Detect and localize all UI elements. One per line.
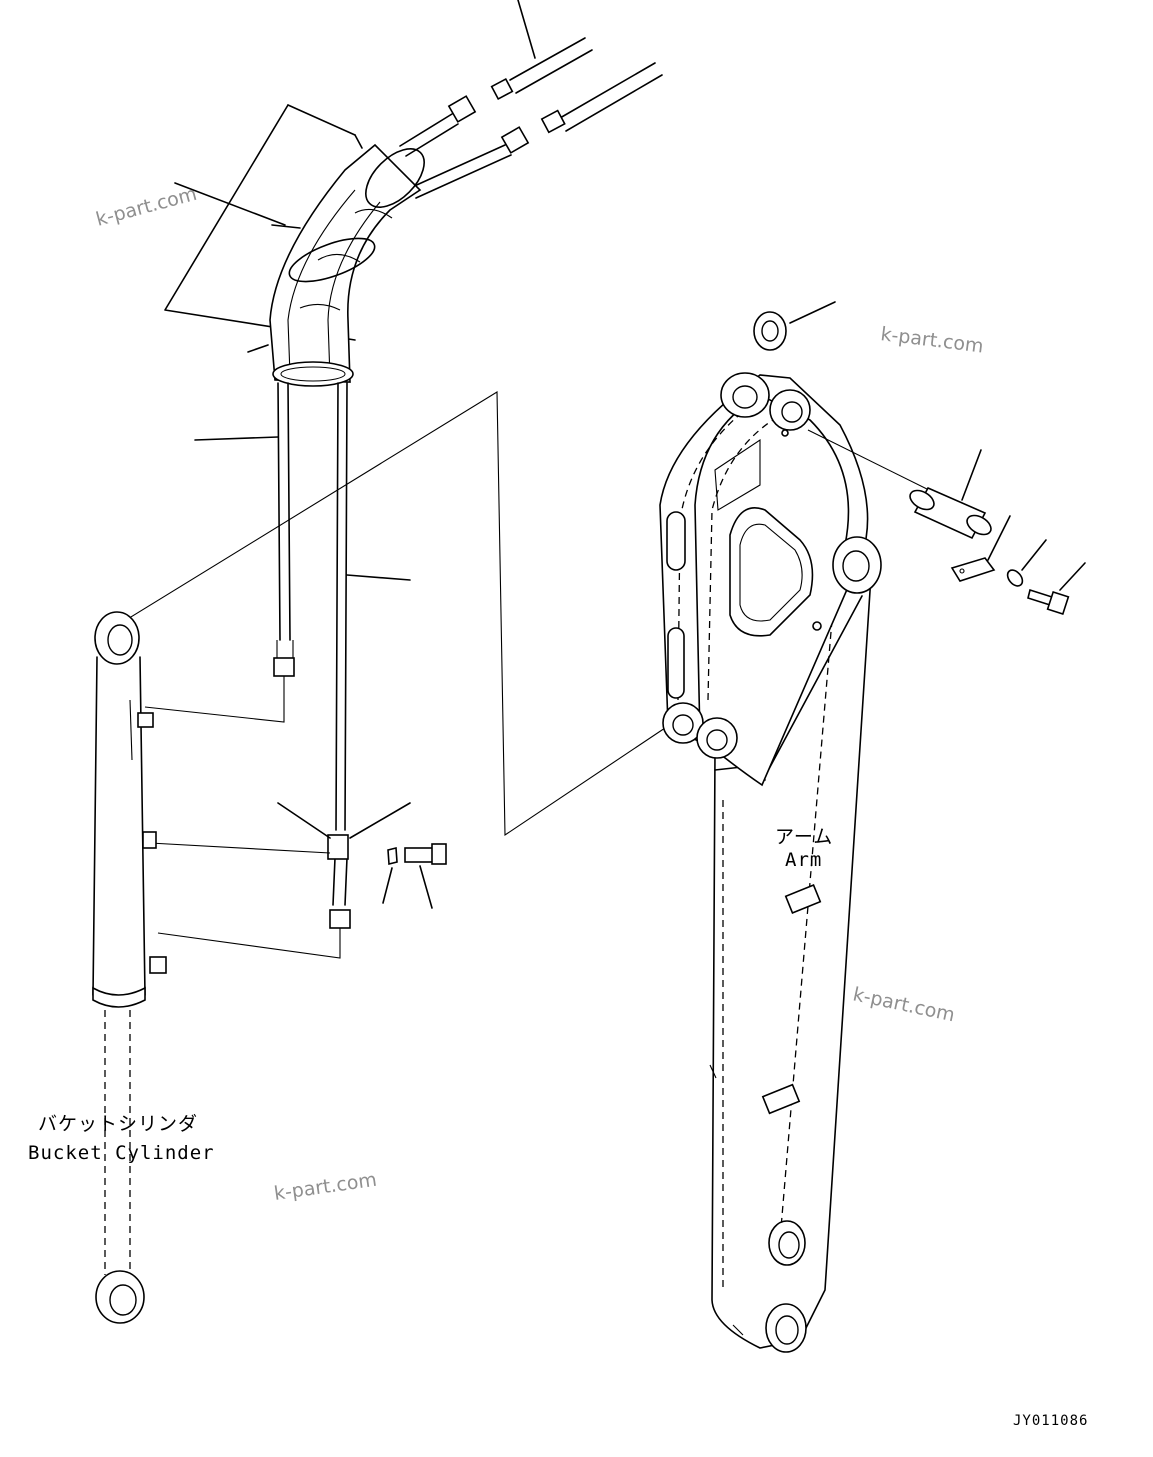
hose-left (144, 382, 295, 723)
hose-fittings-upper (399, 95, 530, 199)
hose-right (149, 382, 447, 959)
arm (659, 372, 882, 1353)
washer-top (753, 301, 836, 351)
arm-pin-assembly (807, 429, 1086, 616)
labels: アーム Arm バケットシリンダ Bucket Cylinder JY01108… (28, 826, 1088, 1429)
watermarks: k-part.com k-part.com k-part.com k-part.… (94, 183, 985, 1205)
drawing-code: JY011086 (1013, 1413, 1088, 1429)
watermark: k-part.com (94, 183, 200, 231)
watermark: k-part.com (851, 983, 957, 1026)
cylinder-label-en: Bucket Cylinder (28, 1142, 215, 1164)
arm-label-en: Arm (785, 849, 822, 871)
bucket-cylinder (92, 391, 666, 1324)
watermark: k-part.com (273, 1169, 379, 1205)
cylinder-label-jp: バケットシリンダ (38, 1113, 198, 1135)
upper-hose-pipes (490, 0, 663, 134)
arm-label-jp: アーム (775, 826, 833, 848)
hose-protector-bend (164, 104, 425, 387)
watermark: k-part.com (879, 323, 984, 357)
